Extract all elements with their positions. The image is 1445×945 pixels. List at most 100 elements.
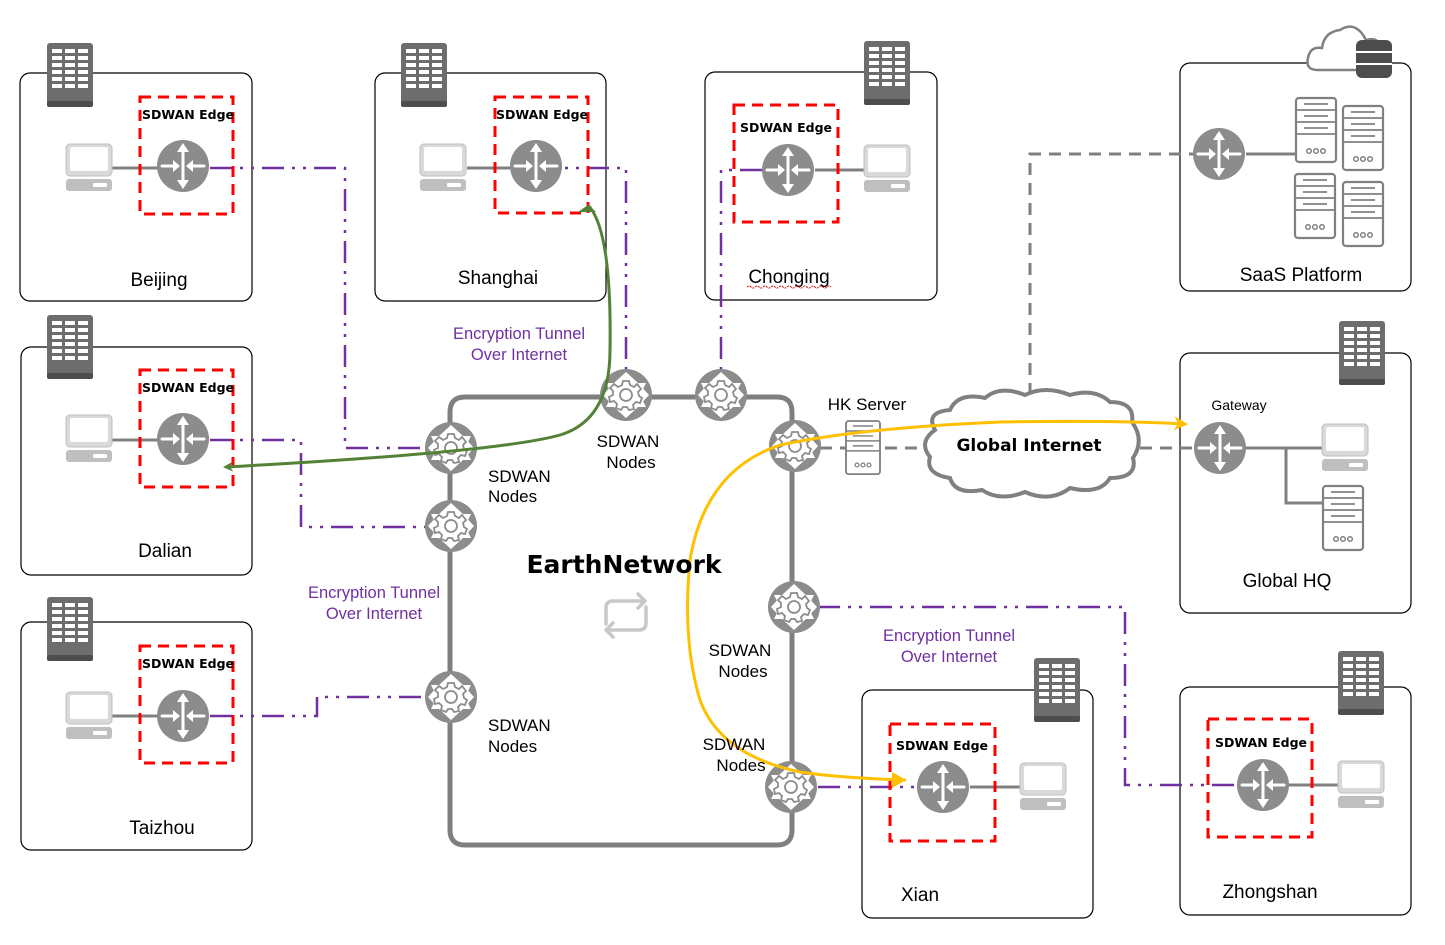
pc-icon — [1337, 760, 1385, 809]
sdwan-node-icon[interactable] — [424, 670, 478, 724]
site-label-xian: Xian — [901, 885, 939, 906]
arrow-head-yellow — [892, 772, 906, 788]
global-internet-label: Global Internet — [956, 436, 1101, 456]
building-icon — [47, 315, 93, 379]
sdwan-edge-label: SDWAN Edge — [896, 738, 988, 753]
site-label-dalian: Dalian — [138, 541, 192, 562]
sdwan-edge-box-chonging — [732, 103, 840, 224]
site-label-saas: SaaS Platform — [1240, 265, 1363, 286]
hk-server-icon[interactable] — [845, 420, 881, 476]
sdwan-nodes-label: SDWAN — [709, 641, 772, 660]
router-icon[interactable] — [155, 688, 211, 744]
sdwan-edge-label: SDWAN Edge — [142, 107, 234, 122]
sdwan-edge-box-shanghai — [493, 95, 590, 215]
tunnel-zhongshan — [818, 605, 1238, 787]
tunnel-label: Over Internet — [471, 346, 568, 364]
tunnel-beijing — [210, 166, 425, 450]
building-icon — [47, 597, 93, 661]
gateway-label: Gateway — [1211, 397, 1266, 413]
pc-icon — [1019, 762, 1067, 811]
site-box-chonging — [704, 71, 938, 301]
tunnel-label: Encryption Tunnel — [453, 325, 585, 343]
site-label-zhongshan: Zhongshan — [1222, 882, 1317, 903]
sdwan-edge-label: SDWAN Edge — [142, 656, 234, 671]
building-icon — [47, 43, 93, 107]
link-internet-saas — [1028, 152, 1193, 395]
tunnel-taizhou — [210, 695, 425, 718]
sdwan-edge-box-beijing — [138, 95, 235, 216]
pc-icon — [65, 414, 113, 463]
router-icon[interactable] — [155, 411, 211, 467]
site-label-chonging: Chonging — [748, 267, 829, 288]
site-box-taizhou — [20, 621, 253, 851]
tunnel-chonging — [719, 168, 762, 370]
tunnel-label: Encryption Tunnel — [883, 627, 1015, 645]
building-icon — [1339, 321, 1385, 385]
site-box-zhongshan — [1179, 686, 1412, 916]
sdwan-node-icon[interactable] — [767, 580, 821, 634]
sdwan-edge-box-dalian — [138, 368, 235, 489]
site-label-global-hq: Global HQ — [1243, 571, 1332, 592]
sdwan-nodes-label: Nodes — [716, 756, 765, 775]
router-icon[interactable] — [1191, 126, 1247, 182]
server-icon — [1321, 484, 1365, 552]
tunnel-label: Over Internet — [326, 605, 423, 623]
tunnel-label: Encryption Tunnel — [308, 584, 440, 602]
site-label-beijing: Beijing — [130, 270, 187, 291]
building-icon — [1338, 651, 1384, 715]
sdwan-node-icon[interactable] — [694, 368, 748, 422]
earthnetwork-title: EarthNetwork — [526, 550, 722, 579]
pc-icon — [65, 143, 113, 192]
traffic-path-yellow — [686, 416, 1188, 782]
sdwan-edge-label: SDWAN Edge — [142, 380, 234, 395]
gateway-router-icon[interactable] — [1192, 420, 1248, 476]
site-label-taizhou: Taizhou — [129, 818, 195, 839]
router-icon[interactable] — [760, 142, 816, 198]
global-internet-cloud[interactable] — [923, 388, 1141, 499]
server-icon — [1293, 172, 1337, 240]
site-box-beijing — [19, 72, 253, 302]
site-label-shanghai: Shanghai — [458, 268, 538, 289]
spellcheck-underline — [746, 285, 832, 289]
sync-arrows-icon — [604, 592, 648, 639]
sdwan-nodes-label: Nodes — [606, 453, 655, 472]
router-icon[interactable] — [1235, 757, 1291, 813]
tunnel-label: Over Internet — [901, 648, 998, 666]
traffic-path-green — [223, 203, 612, 472]
site-box-shanghai — [374, 72, 607, 302]
router-icon[interactable] — [155, 138, 211, 194]
sdwan-edge-box-xian — [888, 722, 997, 843]
sdwan-edge-box-taizhou — [138, 644, 235, 765]
sdwan-nodes-label: SDWAN — [488, 467, 551, 486]
pc-icon — [419, 143, 467, 192]
server-icon — [1341, 180, 1385, 248]
sdwan-nodes-label: Nodes — [488, 487, 537, 506]
sdwan-nodes-label: Nodes — [488, 737, 537, 756]
cloud-database-icon — [1306, 25, 1392, 78]
tunnel-shanghai — [535, 166, 628, 370]
server-icon — [1294, 96, 1338, 164]
sdwan-nodes-label: SDWAN — [597, 432, 660, 451]
pc-icon — [1321, 423, 1369, 472]
sdwan-edge-label: SDWAN Edge — [496, 107, 588, 122]
hk-server-label: HK Server — [828, 395, 907, 414]
sdwan-edge-box-zhongshan — [1206, 717, 1314, 839]
building-icon — [1034, 658, 1080, 722]
sdwan-nodes-label: Nodes — [718, 662, 767, 681]
building-icon — [864, 41, 910, 105]
sdwan-edge-label: SDWAN Edge — [740, 120, 832, 135]
router-icon[interactable] — [915, 759, 971, 815]
site-box-xian — [861, 689, 1094, 919]
sdwan-nodes-label: SDWAN — [703, 735, 766, 754]
tunnel-dalian — [210, 438, 425, 529]
pc-icon — [65, 691, 113, 740]
sdwan-nodes-label: SDWAN — [488, 716, 551, 735]
router-icon[interactable] — [508, 138, 564, 194]
building-icon — [401, 43, 447, 107]
site-box-dalian — [20, 346, 253, 576]
arrow-head-green — [578, 205, 596, 212]
sdwan-node-icon[interactable] — [424, 499, 478, 553]
server-icon — [1341, 104, 1385, 172]
pc-icon — [863, 144, 911, 193]
sdwan-edge-label: SDWAN Edge — [1215, 735, 1307, 750]
